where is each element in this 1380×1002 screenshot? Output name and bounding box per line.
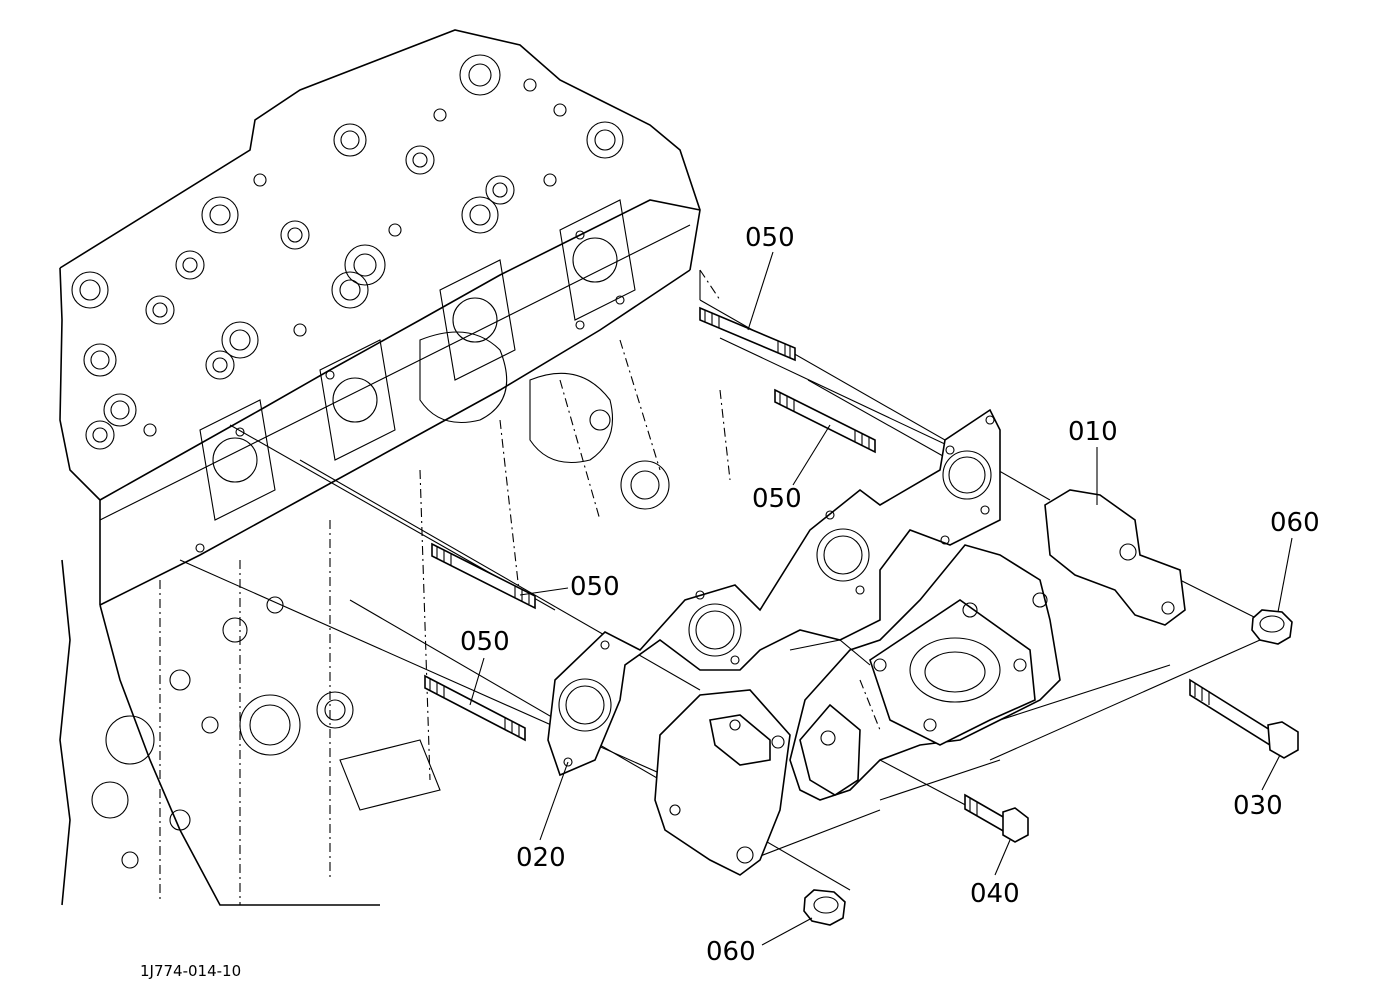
callout-020: 020: [516, 843, 566, 873]
bolt-040[interactable]: [964, 793, 1029, 843]
stud-bolt-050-third[interactable]: [431, 542, 536, 610]
callout-060-bottom: 060: [706, 937, 756, 967]
exhaust-manifold-010[interactable]: [654, 489, 1186, 876]
callout-050-lower: 050: [460, 627, 510, 657]
stud-bolt-050-upper[interactable]: [699, 306, 796, 362]
callout-010: 010: [1068, 417, 1118, 447]
callout-030: 030: [1233, 791, 1283, 821]
stud-bolt-050-second[interactable]: [774, 388, 876, 454]
drawing-code: 1J774-014-10: [140, 962, 241, 980]
callout-040: 040: [970, 879, 1020, 909]
cylinder-head-block: [59, 29, 731, 906]
callout-leaders: [469, 251, 1293, 946]
callout-050-third: 050: [570, 572, 620, 602]
callout-050-second: 050: [752, 484, 802, 514]
callout-050-upper: 050: [745, 223, 795, 253]
stud-bolt-050-lower[interactable]: [424, 674, 526, 742]
flange-nut-060-right[interactable]: [1251, 609, 1293, 645]
gasket-020[interactable]: [547, 408, 1001, 777]
flange-nut-060-bottom[interactable]: [803, 889, 846, 926]
bolt-030[interactable]: [1189, 678, 1299, 759]
callout-060-right: 060: [1270, 508, 1320, 538]
